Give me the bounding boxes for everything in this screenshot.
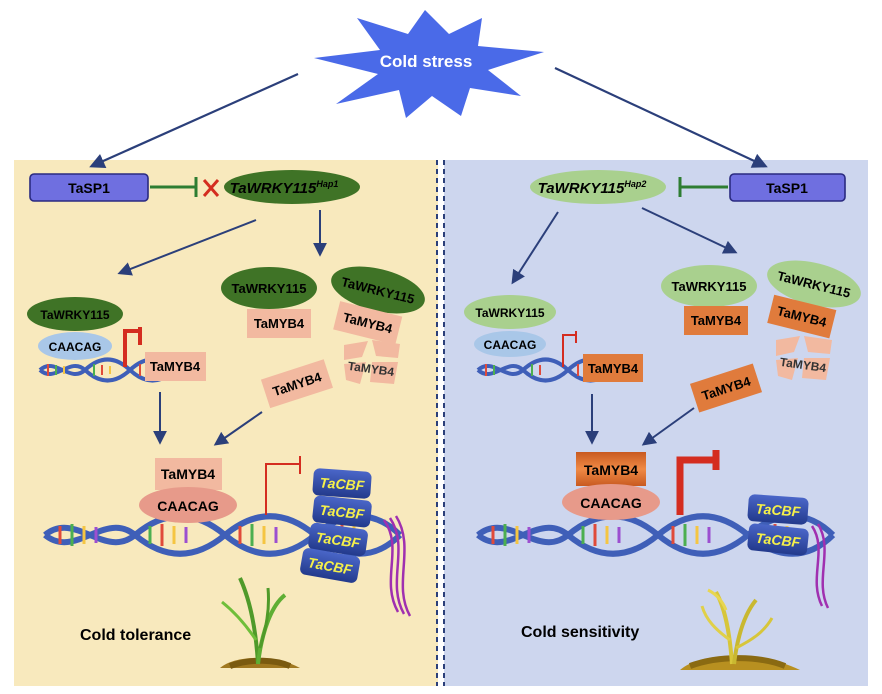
left-myb-gene-box	[145, 352, 206, 381]
left-cbf-4	[300, 548, 361, 583]
right-cbf-stack: TaCBF TaCBF	[747, 494, 809, 556]
left-free-myb	[260, 359, 333, 409]
left-complex2-wrky	[331, 266, 425, 314]
left-arrow-free-to-bound	[213, 411, 263, 446]
left-cbf-3	[308, 522, 368, 557]
left-main-promoter-icon	[265, 456, 301, 515]
left-complex1-myb-label: TaMYB4	[254, 316, 305, 331]
right-small-promoter-icon	[562, 331, 577, 367]
right-cbf-2	[747, 523, 809, 556]
left-bound-caacag-label: CAACAG	[157, 498, 219, 514]
right-mrna	[810, 523, 830, 609]
right-tasp1-label: TaSP1	[766, 180, 808, 196]
right-bound-caacag-label: CAACAG	[580, 495, 642, 511]
right-cbf-2-label: TaCBF	[755, 530, 801, 551]
right-bound-myb-label: TaMYB4	[584, 462, 638, 478]
right-complex1-myb-label: TaMYB4	[691, 313, 742, 328]
right-phenotype-label: Cold sensitivity	[521, 624, 639, 641]
left-bound-myb-label: TaMYB4	[161, 466, 215, 482]
right-arrow-free-to-bound	[641, 407, 695, 446]
left-myb-gene-label: TaMYB4	[150, 359, 201, 374]
left-complex1-wrky	[221, 267, 317, 309]
right-bound-caacag	[562, 484, 660, 520]
left-degraded-myb-label: TaMYB4	[347, 359, 395, 379]
arrow-to-left-tasp1	[89, 72, 299, 169]
left-cbf-1-label: TaCBF	[319, 474, 365, 493]
left-tasp1-box	[29, 173, 149, 202]
left-cbf-2-label: TaCBF	[319, 502, 365, 523]
left-wrky-small-label: TaWRKY115	[40, 308, 109, 322]
left-complex1-myb	[247, 309, 311, 338]
cold-stress-label: Cold stress	[380, 52, 473, 71]
right-wilted-plant-icon	[680, 588, 800, 670]
left-cbf-2	[312, 495, 372, 528]
left-wrky-hap1-label: TaWRKY115Hap1	[230, 179, 339, 197]
left-tasp1-label: TaSP1	[68, 180, 110, 196]
right-main-promoter-icon	[676, 450, 720, 515]
right-arrow-wrky-to-complex	[641, 207, 738, 254]
right-degraded-myb-label: TaMYB4	[779, 355, 827, 375]
right-panel	[444, 160, 868, 686]
left-healthy-plant-icon	[220, 577, 300, 669]
right-bound-myb	[576, 452, 646, 486]
left-small-promoter-icon	[123, 327, 142, 367]
right-cbf-1-label: TaCBF	[755, 500, 801, 519]
right-cbf-1	[747, 494, 809, 525]
left-cbf-1	[312, 468, 372, 499]
arrow-to-right-tasp1	[554, 67, 768, 168]
left-panel	[14, 160, 438, 686]
left-cbf-stack: TaCBF TaCBF TaCBF TaCBF	[300, 468, 372, 583]
right-complex1-myb	[684, 306, 748, 335]
right-myb-gene-box	[583, 354, 643, 382]
right-caacag-small	[474, 331, 546, 357]
left-phenotype-label: Cold tolerance	[80, 627, 191, 644]
right-wrky-hap2	[530, 170, 666, 204]
right-complex1-wrky	[661, 265, 757, 307]
left-caacag-small-label: CAACAG	[49, 340, 102, 354]
left-complex2-myb	[333, 301, 403, 345]
right-caacag-small-label: CAACAG	[484, 338, 537, 352]
left-caacag-small	[38, 332, 112, 360]
left-block-x-icon	[202, 179, 220, 197]
left-wrky-hap1	[224, 170, 360, 204]
right-degraded-myb: TaMYB4	[776, 336, 832, 380]
right-complex1-wrky-label: TaWRKY115	[672, 279, 747, 294]
left-degraded-myb: TaMYB4	[344, 340, 400, 384]
left-complex1-wrky-label: TaWRKY115	[232, 281, 307, 296]
right-wrky-hap2-label: TaWRKY115Hap2	[538, 179, 647, 197]
right-wrky-small-label: TaWRKY115	[475, 306, 544, 320]
left-mrna	[382, 515, 412, 617]
left-wrky-small	[27, 297, 123, 331]
right-tasp1-box	[729, 173, 846, 202]
right-complex2-myb	[767, 294, 837, 339]
left-bound-caacag	[139, 487, 237, 523]
left-cbf-4-label: TaCBF	[307, 554, 354, 578]
right-free-myb	[689, 363, 763, 413]
right-myb-gene-label: TaMYB4	[588, 361, 639, 376]
left-arrow-wrky-to-gene	[117, 219, 257, 276]
right-arrow-wrky-to-gene	[511, 211, 559, 285]
right-complex2-wrky	[767, 260, 861, 308]
right-wrky-small	[464, 295, 556, 329]
left-bound-myb	[155, 458, 222, 490]
cold-stress-burst	[314, 10, 544, 118]
left-cbf-3-label: TaCBF	[315, 529, 362, 551]
